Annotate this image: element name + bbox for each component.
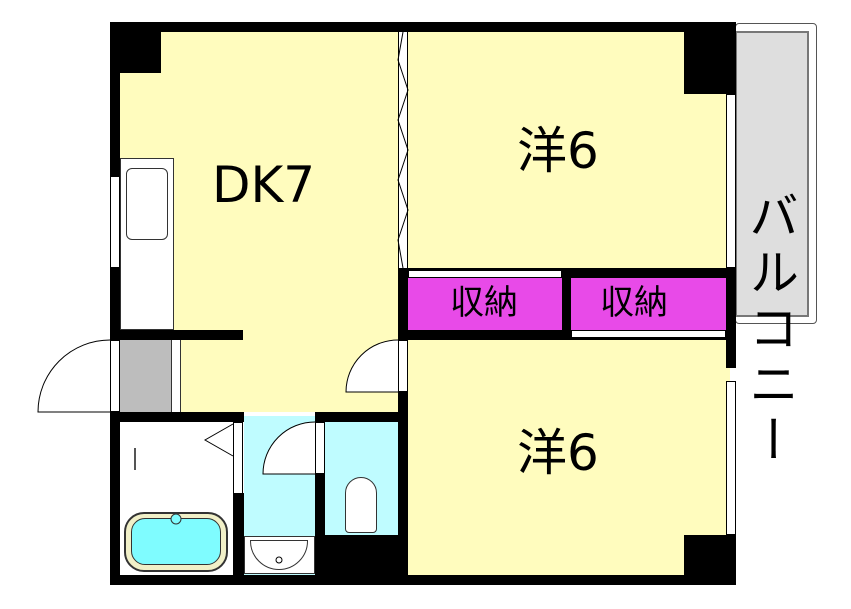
pillar-top-left bbox=[110, 22, 161, 73]
storage-right-label: 収納 bbox=[600, 283, 668, 323]
balcony-label: バルコニー bbox=[741, 190, 799, 470]
pillar-bottom-right bbox=[684, 535, 736, 585]
kitchen-window bbox=[110, 176, 120, 268]
storage-left bbox=[408, 278, 562, 330]
wall-toilet-divider bbox=[315, 473, 325, 585]
wall-top bbox=[110, 22, 735, 32]
wall-bath-divider bbox=[233, 493, 244, 585]
wall-bottom bbox=[110, 575, 735, 585]
door-jamb-western-bottom bbox=[398, 340, 408, 392]
entrance-step bbox=[172, 340, 181, 412]
shower-icon bbox=[134, 448, 160, 470]
dk-label: DK7 bbox=[212, 156, 316, 214]
window-right-bottom bbox=[726, 381, 736, 535]
window-right-top bbox=[726, 94, 736, 268]
wall-kitchen-entrance bbox=[110, 330, 243, 340]
storage-right-door bbox=[571, 330, 726, 338]
storage-right bbox=[571, 278, 726, 330]
western-room-top bbox=[404, 22, 730, 272]
toilet-floor-block bbox=[325, 535, 398, 575]
entrance-genkan bbox=[120, 340, 172, 412]
wall-left-kitchen bbox=[110, 268, 120, 340]
wall-bath-left bbox=[110, 412, 120, 585]
toilet-door bbox=[315, 422, 325, 474]
western-bottom-label: 洋6 bbox=[517, 424, 599, 482]
western-room-bottom bbox=[404, 338, 730, 584]
pillar-top-right bbox=[684, 22, 736, 94]
bathroom-door bbox=[233, 422, 243, 494]
wall-left bbox=[110, 22, 120, 177]
balcony bbox=[735, 31, 809, 317]
toilet-icon bbox=[345, 477, 377, 533]
wall-toilet-top bbox=[315, 412, 408, 422]
entrance-door-jamb bbox=[110, 340, 120, 412]
bathtub-water bbox=[131, 518, 221, 565]
storage-left-door bbox=[408, 270, 562, 278]
storage-left-label: 収納 bbox=[450, 283, 518, 323]
wall-dk-western-bottom bbox=[398, 390, 408, 585]
kitchen-sink-icon bbox=[126, 168, 168, 240]
western-top-label: 洋6 bbox=[517, 122, 599, 180]
wall-bath-top bbox=[110, 412, 244, 422]
